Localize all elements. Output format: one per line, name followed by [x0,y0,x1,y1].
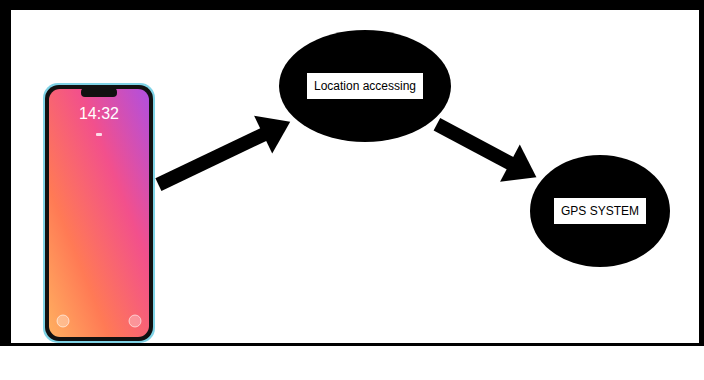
ellipse-node: GPS SYSTEM [530,155,670,267]
phone-screen [49,89,149,337]
phone-bezel [45,85,153,341]
ellipse-shape [530,155,670,267]
node-label: Location accessing [307,73,423,99]
phone-notch [81,88,117,97]
ellipse-node: Location accessing [279,30,451,142]
frame-bottom [0,343,704,346]
frame-left [0,0,11,346]
clock-time: 14:32 [79,105,119,123]
arrow-connector [158,116,290,185]
phone-glow [43,83,155,343]
phone-lock-icon [96,133,102,136]
arrow-connector [437,124,537,181]
ellipse-shape [279,30,451,142]
phone-illustration [45,85,153,341]
phone-node: 14:32 [45,85,153,341]
arrow-shaft [158,133,265,184]
frame-right [699,0,704,346]
arrow-head [254,116,290,154]
arrow-head [500,145,536,182]
frame-top [0,0,704,10]
arrow-shaft [437,124,513,164]
node-label: GPS SYSTEM [554,198,646,224]
phone-button-icon [57,315,69,327]
phone-button-icon [129,315,141,327]
